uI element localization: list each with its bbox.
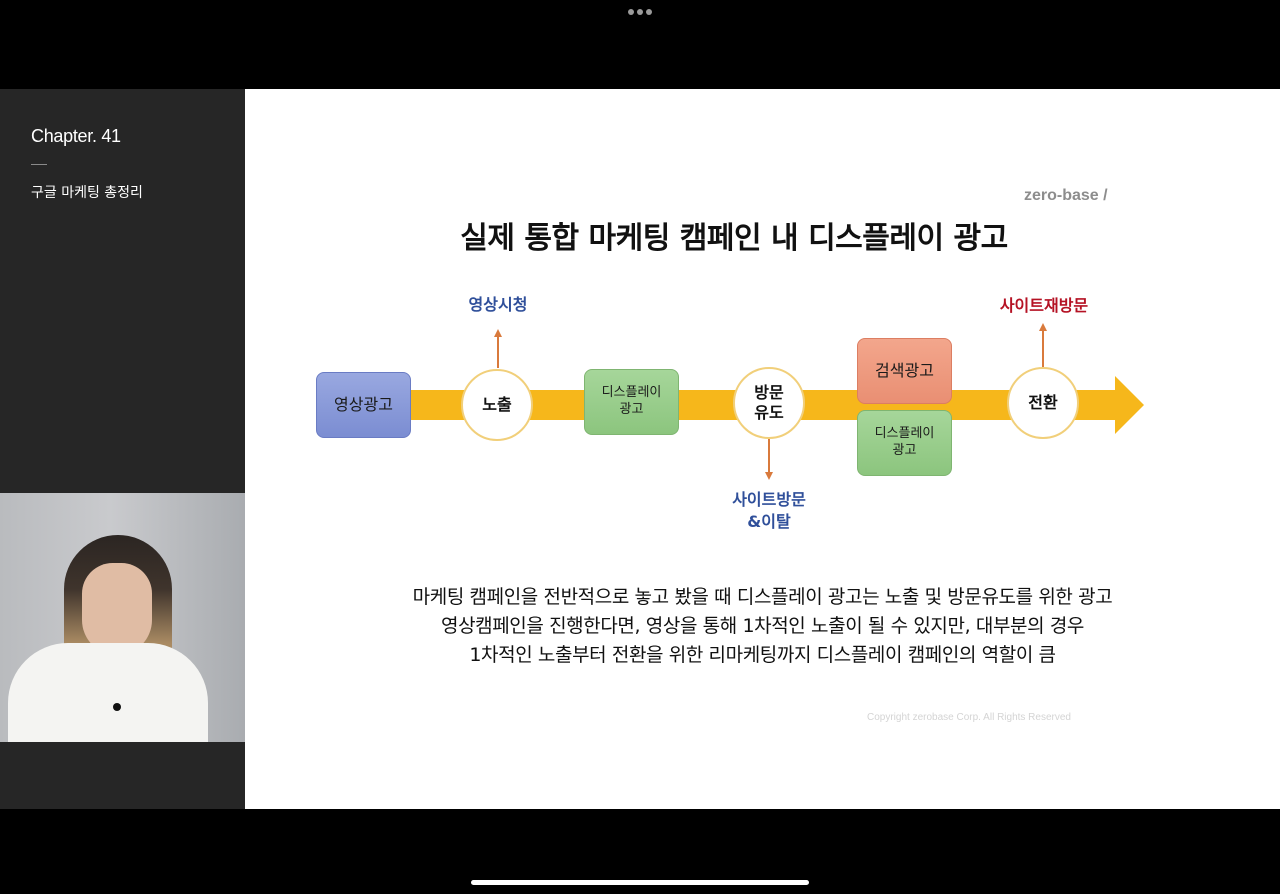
- divider: [31, 164, 47, 165]
- label-site-visit: 사이트방문 &이탈: [732, 490, 806, 532]
- node-label: 방문 유도: [754, 383, 784, 422]
- body-line: 1차적인 노출부터 전환을 위한 리마케팅까지 디스플레이 캠페인의 역할이 큼: [469, 644, 1056, 666]
- presenter-face: [82, 563, 152, 655]
- brand-logo: zero-base /: [1024, 187, 1108, 204]
- node-display-ad: 디스플레이 광고: [584, 369, 679, 435]
- node-label: 디스플레이 광고: [874, 426, 935, 458]
- flow-arrow-head-icon: [1115, 376, 1144, 434]
- slide-title: 실제 통합 마케팅 캠페인 내 디스플레이 광고: [460, 221, 1008, 256]
- arrow-down-icon: [765, 472, 773, 480]
- bottom-bar: [0, 809, 1280, 894]
- node-visit-induce: 방문 유도: [733, 367, 805, 439]
- sidebar-footer: [0, 742, 245, 809]
- body-line: 영상캠페인을 진행한다면, 영상을 통해 1차적인 노출이 될 수 있지만, 대…: [440, 615, 1084, 637]
- connector-line: [1042, 330, 1044, 367]
- node-label: 검색광고: [875, 360, 934, 380]
- node-label: 영상광고: [334, 394, 393, 414]
- body-line: 마케팅 캠페인을 전반적으로 놓고 봤을 때 디스플레이 광고는 노출 및 방문…: [412, 586, 1113, 608]
- top-bar: [0, 0, 1280, 89]
- home-indicator[interactable]: [471, 880, 809, 885]
- presenter-video: [0, 493, 245, 742]
- slide-body: 마케팅 캠페인을 전반적으로 놓고 봤을 때 디스플레이 광고는 노출 및 방문…: [245, 583, 1280, 670]
- connector-line: [768, 439, 770, 473]
- lapel-mic-icon: [113, 703, 121, 711]
- chapter-subtitle: 구글 마케팅 총정리: [31, 185, 143, 201]
- label-site-revisit: 사이트재방문: [999, 296, 1089, 315]
- node-conversion: 전환: [1007, 367, 1079, 439]
- node-label: 전환: [1028, 393, 1058, 412]
- presenter-shirt: [8, 643, 208, 742]
- node-label: 디스플레이 광고: [601, 385, 662, 417]
- arrow-up-icon: [494, 329, 502, 337]
- arrow-up-icon: [1039, 323, 1047, 331]
- slide: zero-base / 실제 통합 마케팅 캠페인 내 디스플레이 광고 영상시…: [245, 89, 1280, 809]
- copyright: Copyright zerobase Corp. All Rights Rese…: [867, 712, 1071, 723]
- ellipsis-icon[interactable]: [628, 9, 652, 15]
- node-label: 노출: [482, 395, 512, 414]
- node-video-ad: 영상광고: [316, 372, 411, 438]
- node-search-ad: 검색광고: [857, 338, 952, 404]
- chapter-label: Chapter. 41: [31, 126, 121, 146]
- node-display-ad-2: 디스플레이 광고: [857, 410, 952, 476]
- label-video-view: 영상시청: [468, 295, 528, 314]
- node-exposure: 노출: [461, 369, 533, 441]
- connector-line: [497, 336, 499, 368]
